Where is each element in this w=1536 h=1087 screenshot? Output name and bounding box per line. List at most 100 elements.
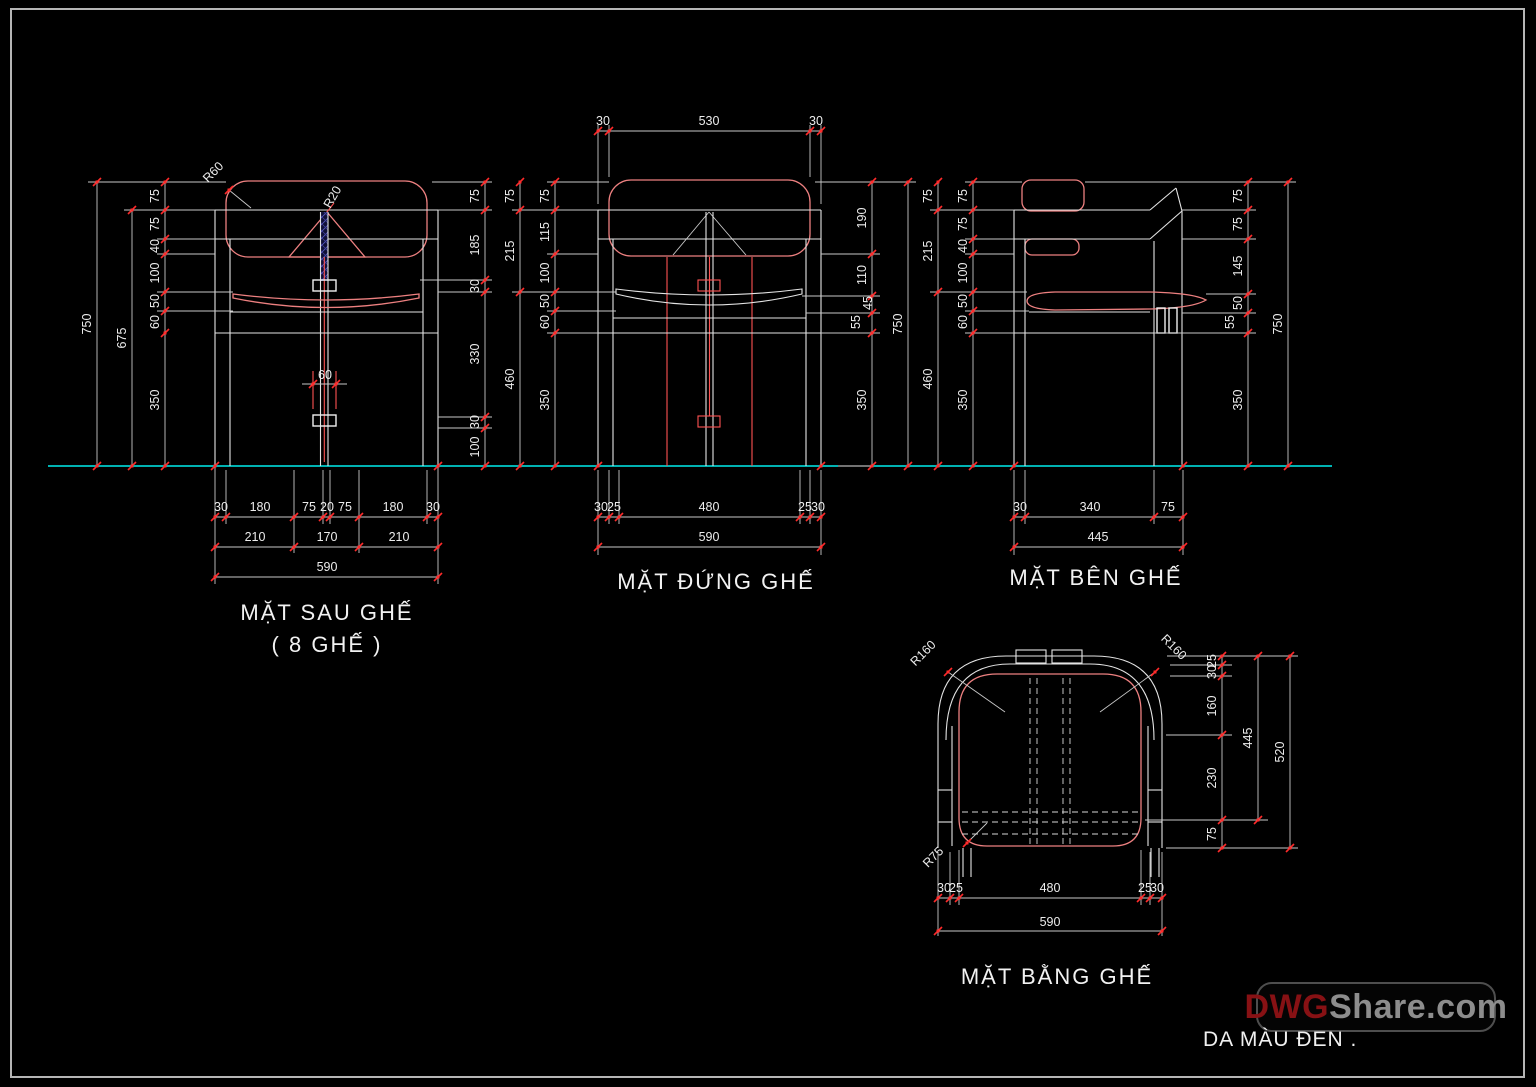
dim-label: 350 bbox=[538, 390, 552, 411]
front-view-labels: 30 530 30 75 215 460 75 115 100 50 60 35… bbox=[503, 114, 905, 594]
radius-label: R75 bbox=[920, 844, 946, 870]
dim-label: 75 bbox=[148, 189, 162, 203]
dim-label: 210 bbox=[389, 530, 410, 544]
dim-label: 55 bbox=[1223, 315, 1237, 329]
radius-label: R160 bbox=[1158, 632, 1189, 663]
front-column-connector-upper bbox=[697, 279, 721, 292]
drawing-border bbox=[10, 8, 1525, 1078]
dim-label: 750 bbox=[1271, 314, 1285, 335]
dim-label: 75 bbox=[1231, 217, 1245, 231]
dim-label: 75 bbox=[956, 189, 970, 203]
dim-label: 460 bbox=[921, 369, 935, 390]
front-backrest-upholstery bbox=[608, 179, 811, 257]
side-view-labels: 75 215 460 75 75 40 100 50 60 350 75 75 … bbox=[921, 189, 1285, 590]
dim-label: 145 bbox=[1231, 256, 1245, 277]
rear-spine-connector-upper bbox=[312, 279, 337, 292]
dim-label: 50 bbox=[148, 294, 162, 308]
dim-label: 100 bbox=[538, 263, 552, 284]
dim-label: 215 bbox=[921, 241, 935, 262]
dim-label: 75 bbox=[148, 217, 162, 231]
dim-label: 750 bbox=[891, 314, 905, 335]
dim-label: 25 bbox=[798, 500, 812, 514]
dim-label: 30 bbox=[811, 500, 825, 514]
dim-label: 445 bbox=[1088, 530, 1109, 544]
dim-label: 445 bbox=[1241, 728, 1255, 749]
dim-label: 350 bbox=[855, 390, 869, 411]
radius-label: R160 bbox=[908, 638, 939, 669]
plan-view-linework bbox=[937, 649, 1163, 877]
dim-label: 350 bbox=[148, 390, 162, 411]
dim-label: 115 bbox=[538, 222, 552, 242]
dim-label: 590 bbox=[317, 560, 338, 574]
dim-label: 100 bbox=[468, 437, 482, 458]
dim-label: 50 bbox=[1231, 296, 1245, 310]
dim-label: 75 bbox=[1205, 827, 1219, 841]
dim-label: 350 bbox=[956, 390, 970, 411]
dim-label: 25 bbox=[1138, 881, 1152, 895]
plan-view-labels: R160 R160 R75 25 30 160 230 75 445 520 3… bbox=[908, 632, 1287, 989]
material-note: DA MÀU ĐEN . bbox=[1203, 1028, 1358, 1051]
dim-label: 75 bbox=[503, 189, 517, 203]
dimension-ticks bbox=[933, 651, 1295, 936]
front-view-linework bbox=[597, 179, 822, 466]
rear-seat-cushion bbox=[232, 293, 420, 309]
dim-label: 75 bbox=[1161, 500, 1175, 514]
dim-label: 170 bbox=[317, 530, 338, 544]
dim-label: 100 bbox=[956, 263, 970, 284]
dim-label: 40 bbox=[148, 239, 162, 253]
dim-label: 40 bbox=[956, 239, 970, 253]
plan-seat-upholstery bbox=[958, 673, 1142, 847]
side-slat-1 bbox=[1156, 307, 1166, 334]
dim-label: 75 bbox=[921, 189, 935, 203]
dim-label: 30 bbox=[468, 279, 482, 293]
dim-label: 75 bbox=[538, 189, 552, 203]
plan-top-tab-2 bbox=[1051, 649, 1083, 664]
watermark-text: Share.com bbox=[1329, 987, 1508, 1026]
side-backrest-upholstery bbox=[1021, 179, 1085, 212]
dim-label: 480 bbox=[1040, 881, 1061, 895]
dim-label: 530 bbox=[699, 114, 720, 128]
dim-label: 75 bbox=[1231, 189, 1245, 203]
rear-view: 750 675 75 75 40 100 50 60 350 75 185 30… bbox=[80, 159, 492, 657]
dim-label: 30 bbox=[1205, 665, 1219, 679]
side-view: 75 215 460 75 75 40 100 50 60 350 75 75 … bbox=[921, 177, 1296, 590]
side-view-linework bbox=[1013, 179, 1208, 466]
radius-label: R60 bbox=[200, 159, 226, 185]
front-view: 30 530 30 75 215 460 75 115 100 50 60 35… bbox=[503, 114, 916, 594]
front-view-dimensions bbox=[512, 125, 916, 555]
dim-label: 230 bbox=[1205, 768, 1219, 789]
view-title: MẶT BÊN GHẾ bbox=[1009, 565, 1182, 590]
rear-spine-hatch bbox=[320, 212, 328, 281]
dimension-ticks bbox=[933, 177, 1293, 552]
dim-label: 75 bbox=[338, 500, 352, 514]
rear-view-dimensions bbox=[88, 177, 492, 584]
dim-label: 75 bbox=[468, 189, 482, 203]
plan-view-dimensions bbox=[933, 651, 1298, 936]
dim-label: 30 bbox=[937, 881, 951, 895]
watermark-accent: DWG bbox=[1244, 987, 1330, 1026]
view-title: MẶT ĐỨNG GHẾ bbox=[617, 569, 815, 594]
dim-label: 110 bbox=[855, 265, 869, 285]
dim-label: 20 bbox=[320, 500, 334, 514]
plan-frame-outline bbox=[937, 655, 1163, 848]
side-seat-cushion bbox=[1026, 291, 1208, 311]
rear-view-linework bbox=[214, 180, 439, 466]
view-title: MẶT SAU GHẾ bbox=[240, 600, 413, 625]
plan-top-tab-1 bbox=[1015, 649, 1047, 664]
view-title: MẶT BẰNG GHẾ bbox=[961, 964, 1153, 989]
dim-label: 520 bbox=[1273, 742, 1287, 763]
dim-label: 55 bbox=[849, 315, 863, 329]
rear-spine-connector-lower bbox=[312, 414, 337, 427]
rear-view-labels: 750 675 75 75 40 100 50 60 350 75 185 30… bbox=[80, 159, 482, 657]
dim-label: 60 bbox=[148, 315, 162, 329]
dim-label: 50 bbox=[538, 294, 552, 308]
dim-label: 60 bbox=[538, 315, 552, 329]
dim-label: 60 bbox=[318, 368, 332, 382]
front-column-connector-lower bbox=[697, 415, 721, 428]
plan-frame-inner-arc bbox=[945, 663, 1155, 741]
dim-label: 30 bbox=[468, 415, 482, 429]
dim-label: 340 bbox=[1080, 500, 1101, 514]
dim-label: 215 bbox=[503, 241, 517, 262]
